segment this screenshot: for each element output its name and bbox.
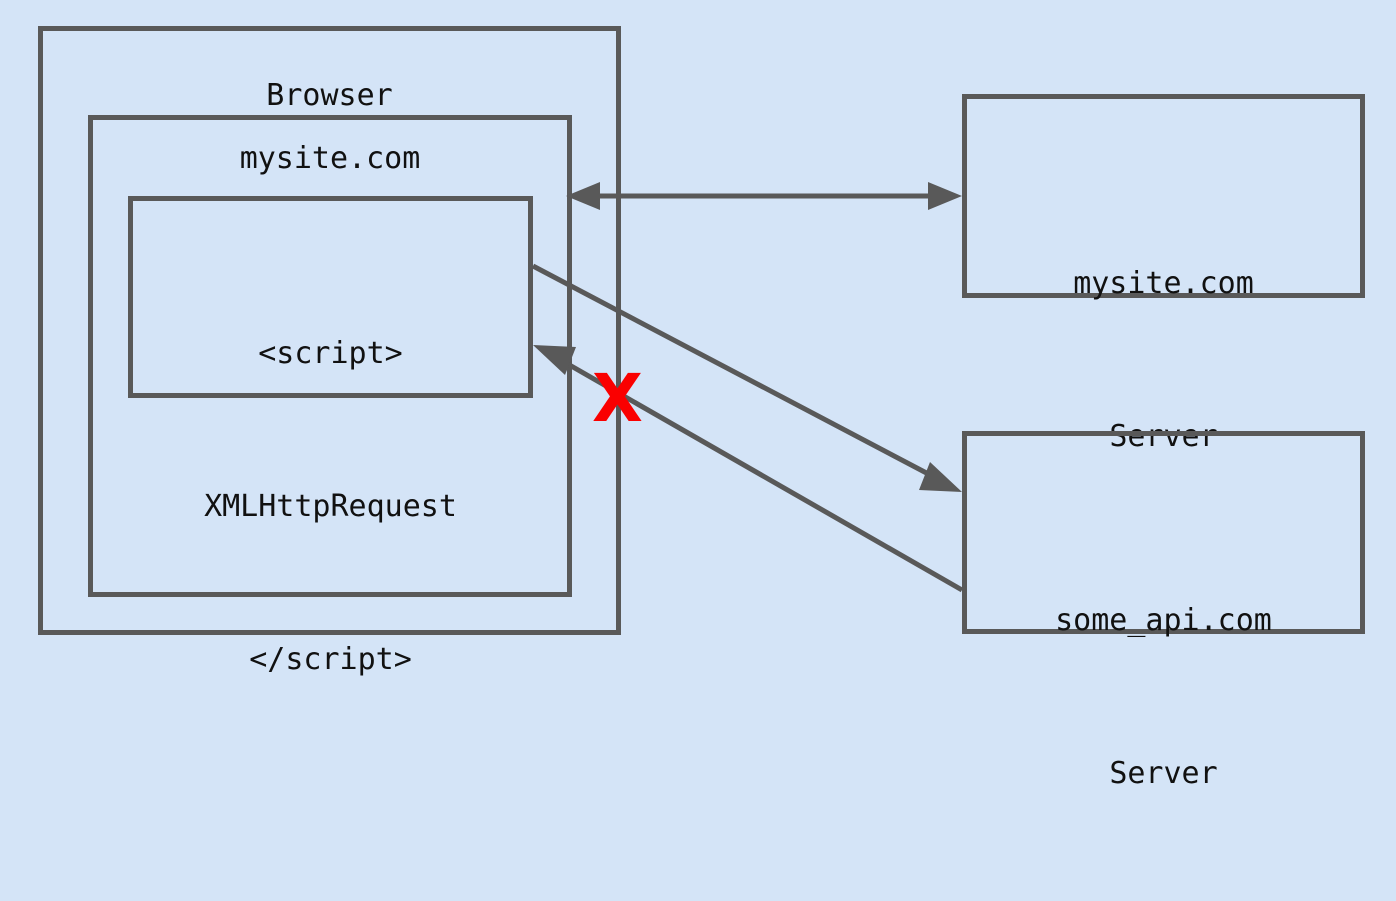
script-line-open: <script>	[258, 336, 403, 371]
arrowhead-right-icon	[928, 182, 962, 210]
mysite-server-box: mysite.com Server	[962, 94, 1365, 454]
script-box-content: <script> XMLHttpRequest </script>	[133, 226, 528, 787]
arrowhead-request-icon	[919, 462, 962, 492]
mysite-page-label: mysite.com	[239, 141, 421, 176]
some-api-server-line-host: some_api.com	[1055, 603, 1272, 638]
some-api-server-box: some_api.com Server	[962, 431, 1365, 791]
mysite-server-line-role: Server	[1109, 419, 1218, 454]
script-line-body: XMLHttpRequest	[204, 489, 457, 524]
blocked-x-icon: X	[592, 360, 643, 437]
mysite-server-line-host: mysite.com	[1073, 266, 1254, 301]
some-api-server-line-role: Server	[1109, 756, 1218, 791]
script-line-close: </script>	[249, 642, 412, 677]
connector-mysite-page-to-mysite-server	[566, 182, 962, 210]
some-api-server-content: some_api.com Server	[967, 493, 1360, 901]
script-box: <script> XMLHttpRequest </script>	[128, 196, 533, 677]
mysite-server-content: mysite.com Server	[967, 156, 1360, 564]
cors-diagram: Browser mysite.com <script> XMLHttpReque…	[38, 26, 1365, 791]
browser-label: Browser	[266, 78, 393, 113]
